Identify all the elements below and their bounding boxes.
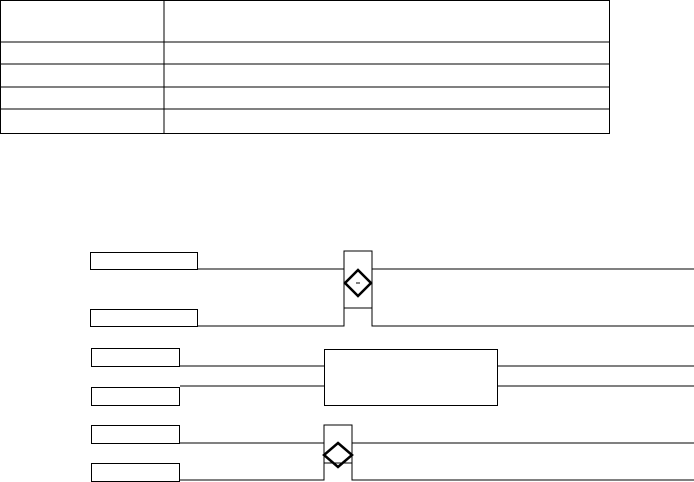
top-group (91, 251, 694, 327)
table-border (1, 1, 610, 134)
input-box (92, 464, 180, 482)
connector-line (180, 463, 694, 480)
diamond-gate-icon (324, 443, 352, 467)
merge-block (325, 350, 498, 406)
diamond-gate-icon (345, 270, 371, 296)
input-box (92, 426, 180, 444)
input-box (92, 349, 180, 367)
connector-line (198, 308, 694, 326)
connector-line (198, 251, 694, 269)
input-box (92, 388, 180, 406)
data-table (0, 0, 610, 134)
input-box (91, 310, 198, 327)
middle-group (92, 349, 694, 406)
bottom-group (92, 425, 694, 482)
connector-line (180, 425, 694, 443)
input-box (91, 253, 198, 270)
